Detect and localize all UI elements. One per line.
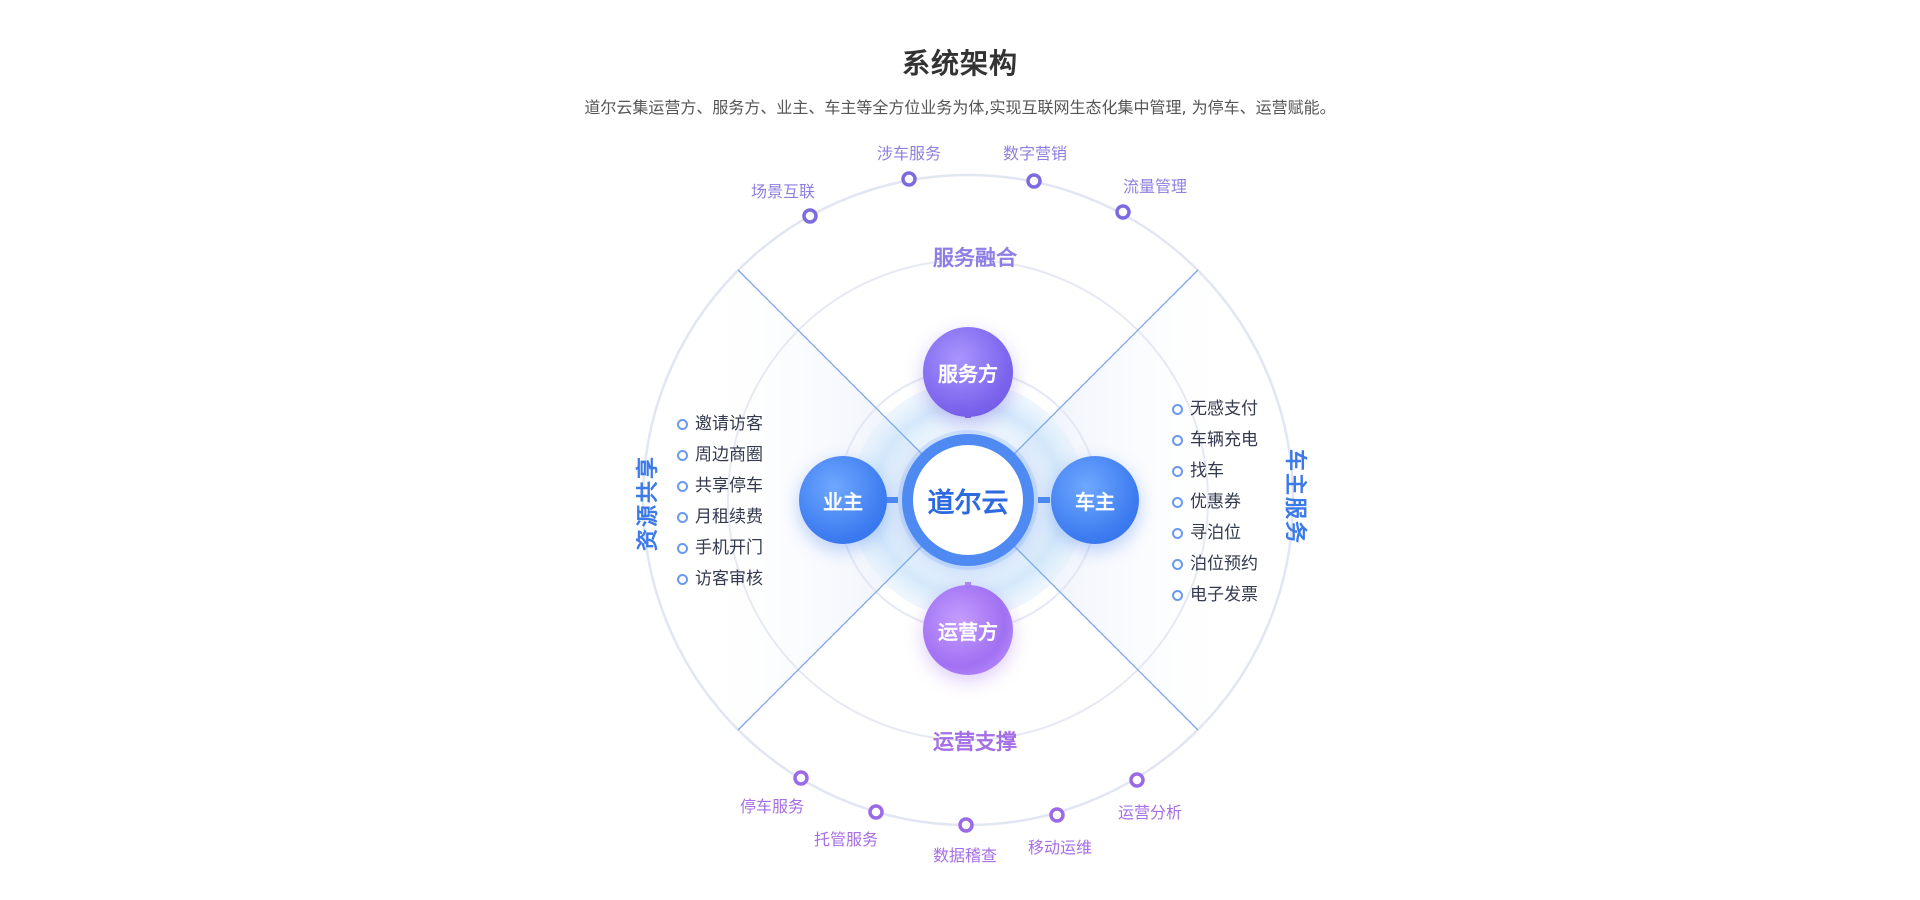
left-feature-list: 邀请访客 周边商圈 共享停车 月租续费 手机开门 访客审核 [677, 409, 763, 595]
section-label-resource-sharing: 资源共享 [636, 454, 661, 552]
ring-dot [958, 817, 974, 833]
list-item: 周边商圈 [677, 440, 763, 471]
ring-dot [1026, 173, 1042, 189]
list-item: 优惠券 [1172, 487, 1258, 518]
list-item: 泊位预约 [1172, 549, 1258, 580]
bottom-ring-dots [793, 770, 1145, 833]
ring-dot [1129, 772, 1145, 788]
bullet-icon [677, 450, 688, 461]
bullet-icon [1172, 528, 1183, 539]
ring-label-traffic-management: 流量管理 [1122, 177, 1188, 196]
ring-dot [868, 804, 884, 820]
right-feature-list: 无感支付 车辆充电 找车 优惠券 寻泊位 泊位预约 电子发票 [1172, 394, 1258, 611]
node-operator: 运营方 [923, 585, 1013, 675]
bullet-icon [677, 574, 688, 585]
list-item: 手机开门 [677, 533, 763, 564]
ring-label-digital-marketing: 数字营销 [1002, 144, 1068, 163]
list-item: 邀请访客 [677, 409, 763, 440]
ring-label-scene-interconnect: 场景互联 [750, 182, 816, 201]
page-subtitle: 道尔云集运营方、服务方、业主、车主等全方位业务为体,实现互联网生态化集中管理, … [584, 98, 1336, 117]
ring-dot [1049, 807, 1065, 823]
ring-label-data-audit: 数据稽查 [932, 846, 998, 865]
bullet-icon [1172, 590, 1183, 601]
list-item: 车辆充电 [1172, 425, 1258, 456]
node-service-provider: 服务方 [923, 327, 1013, 417]
ring-label-operation-analysis: 运营分析 [1117, 803, 1183, 822]
ring-dot [793, 770, 809, 786]
node-property-owner: 业主 [799, 456, 887, 544]
ring-dot [802, 208, 818, 224]
bullet-icon [1172, 435, 1183, 446]
ring-label-vehicle-service: 涉车服务 [876, 144, 942, 163]
bullet-icon [677, 543, 688, 554]
ring-dot [901, 171, 917, 187]
section-label-owner-service: 车主服务 [1282, 448, 1307, 546]
list-item: 访客审核 [677, 564, 763, 595]
list-item: 找车 [1172, 456, 1258, 487]
list-item: 共享停车 [677, 471, 763, 502]
section-label-operation-support: 运营支撑 [933, 730, 1017, 754]
bullet-icon [677, 512, 688, 523]
bullet-icon [1172, 466, 1183, 477]
list-item: 无感支付 [1172, 394, 1258, 425]
bullet-icon [677, 481, 688, 492]
ring-label-custody-service: 托管服务 [813, 830, 879, 849]
page-title: 系统架构 [901, 47, 1018, 80]
middle-ring [727, 259, 1209, 741]
section-label-service-fusion: 服务融合 [933, 246, 1017, 270]
ring-dot [1115, 204, 1131, 220]
list-item: 寻泊位 [1172, 518, 1258, 549]
ring-label-parking-service: 停车服务 [739, 797, 805, 816]
node-car-owner: 车主 [1051, 456, 1139, 544]
bullet-icon [677, 419, 688, 430]
bullet-icon [1172, 497, 1183, 508]
bullet-icon [1172, 559, 1183, 570]
center-node-daoer-cloud: 道尔云 [902, 434, 1034, 566]
top-ring-dots [802, 171, 1131, 224]
bullet-icon [1172, 404, 1183, 415]
ring-label-mobile-maintenance: 移动运维 [1027, 838, 1093, 857]
list-item: 电子发票 [1172, 580, 1258, 611]
list-item: 月租续费 [677, 502, 763, 533]
